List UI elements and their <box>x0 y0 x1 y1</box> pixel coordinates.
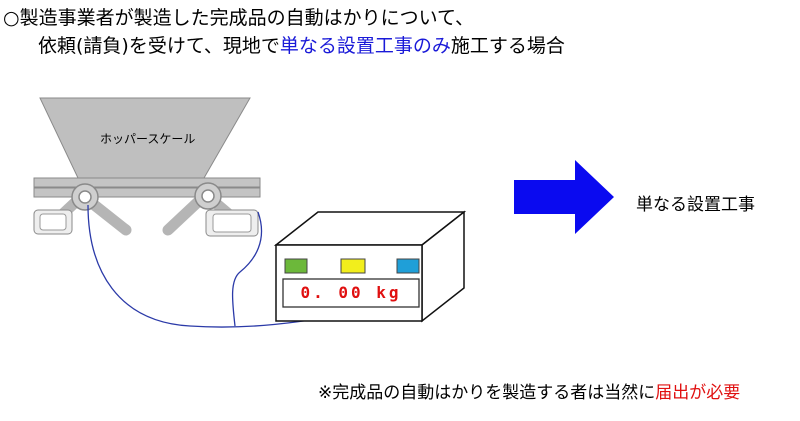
title-line-2: 依頼(請負)を受けて、現地で単なる設置工事のみ施工する場合 <box>38 31 565 58</box>
title-line-2-highlight: 単なる設置工事のみ <box>279 35 451 57</box>
title-line-1-text: ○製造事業者が製造した完成品の自動はかりについて、 <box>3 7 475 29</box>
cable-right <box>231 211 263 327</box>
footnote-text: ※完成品の自動はかりを製造する者は当然に <box>318 383 656 403</box>
load-cell-left <box>33 183 132 236</box>
footnote: ※完成品の自動はかりを製造する者は当然に届出が必要 <box>318 378 740 403</box>
weight-indicator <box>273 210 467 323</box>
title-line-1: ○製造事業者が製造した完成品の自動はかりについて、 <box>3 3 474 30</box>
result-label: 単なる設置工事 <box>636 195 755 215</box>
frame-beam-bottom <box>33 187 261 198</box>
indicator-button-green <box>284 258 308 274</box>
title-line-2-suffix: 施工する場合 <box>450 35 565 57</box>
result-arrow <box>514 160 614 234</box>
indicator-button-yellow <box>340 258 366 274</box>
indicator-readout: 0. 00 kg <box>300 283 402 302</box>
footnote-highlight: 届出が必要 <box>655 383 741 403</box>
indicator-display-frame <box>282 278 420 308</box>
frame-beam-top <box>33 177 261 188</box>
load-cell-right <box>162 182 259 237</box>
title-line-2-prefix: 依頼(請負)を受けて、現地で <box>38 35 280 57</box>
hopper-label: ホッパースケール <box>100 132 196 146</box>
indicator-button-blue <box>396 258 420 274</box>
